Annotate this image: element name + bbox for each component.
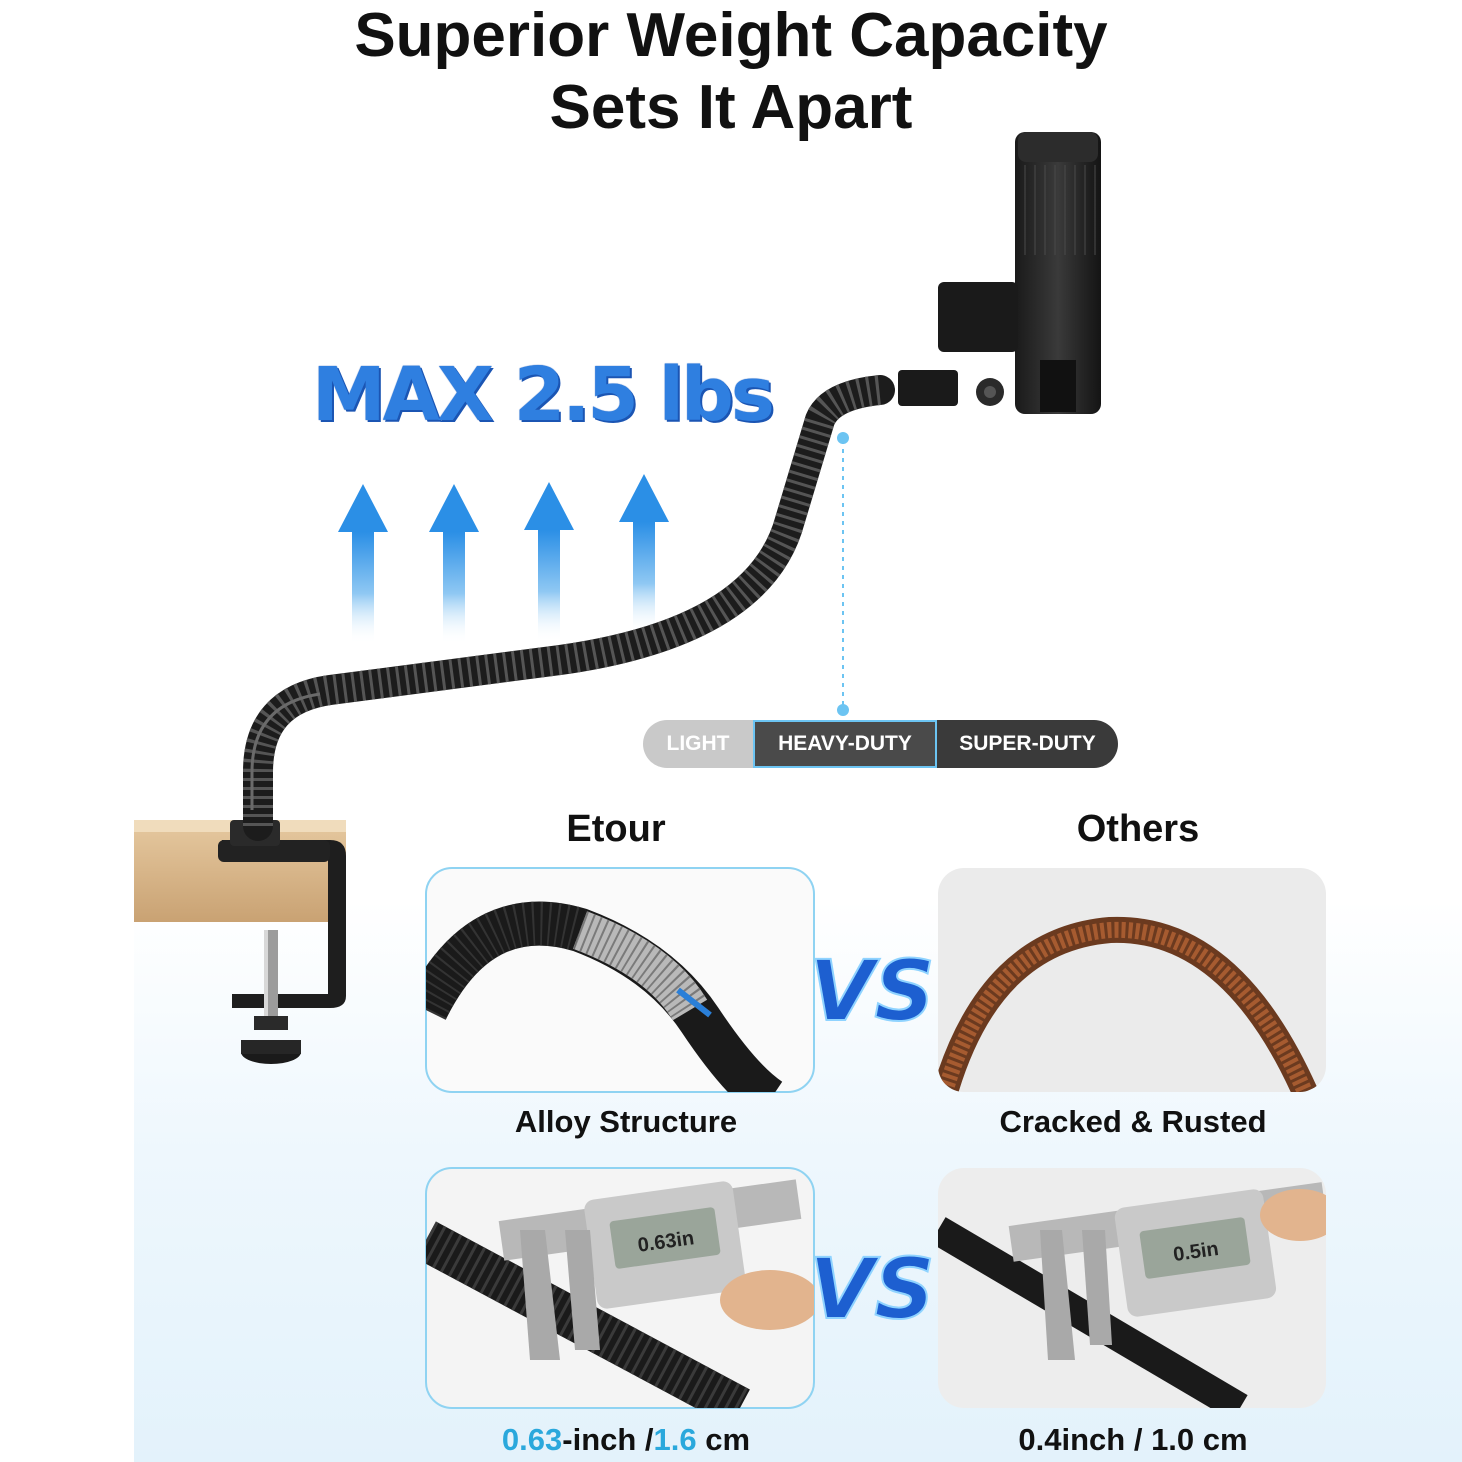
etour-diameter-cm: 1.6 <box>653 1422 697 1457</box>
arrow-up-icon <box>619 474 669 634</box>
max-weight-label: MAX 2.5 lbs <box>312 352 775 438</box>
vs-badge-icon: VS <box>808 941 936 1041</box>
title-line-1: Superior Weight Capacity <box>354 1 1108 70</box>
duty-option-light: LIGHT <box>643 720 753 768</box>
vs-label: VS <box>809 1240 935 1338</box>
etour-structure-caption: Alloy Structure <box>514 1104 738 1139</box>
panel-etour-caliper: 0.63in <box>425 1167 815 1409</box>
measure-line <box>837 432 849 716</box>
others-structure-caption: Cracked & Rusted <box>999 1104 1267 1139</box>
vs-badge-icon: VS <box>808 1239 936 1339</box>
gooseneck-arm <box>243 375 895 841</box>
others-diameter-caption: 0.4inch / 1.0 cm <box>1018 1422 1248 1457</box>
title-line-2: Sets It Apart <box>549 73 913 142</box>
upward-arrows <box>338 474 669 644</box>
etour-diameter-caption: 0.63-inch /1.6 cm <box>426 1422 826 1458</box>
panel-etour-structure <box>425 867 815 1093</box>
duty-scale: LIGHT HEAVY-DUTY SUPER-DUTY <box>643 720 1118 768</box>
vs-label: VS <box>809 942 935 1040</box>
microphone <box>898 132 1101 414</box>
page-title: Superior Weight Capacity Sets It Apart <box>0 0 1462 144</box>
panel-others-structure <box>938 868 1326 1092</box>
etour-diameter-inch: 0.63 <box>501 1422 563 1457</box>
others-heading: Others <box>1076 808 1200 850</box>
duty-option-heavy-duty: HEAVY-DUTY <box>753 720 937 768</box>
desk-clamp <box>218 820 346 1064</box>
etour-heading: Etour <box>566 808 666 850</box>
arrow-up-icon <box>524 482 574 642</box>
etour-diameter-cm-unit: cm <box>696 1422 751 1457</box>
arrow-up-icon <box>429 484 479 644</box>
panel-others-caliper: 0.5in <box>938 1168 1326 1408</box>
etour-diameter-inch-unit: -inch / <box>562 1422 654 1457</box>
arrow-up-icon <box>338 484 388 644</box>
duty-option-super-duty: SUPER-DUTY <box>937 720 1118 768</box>
